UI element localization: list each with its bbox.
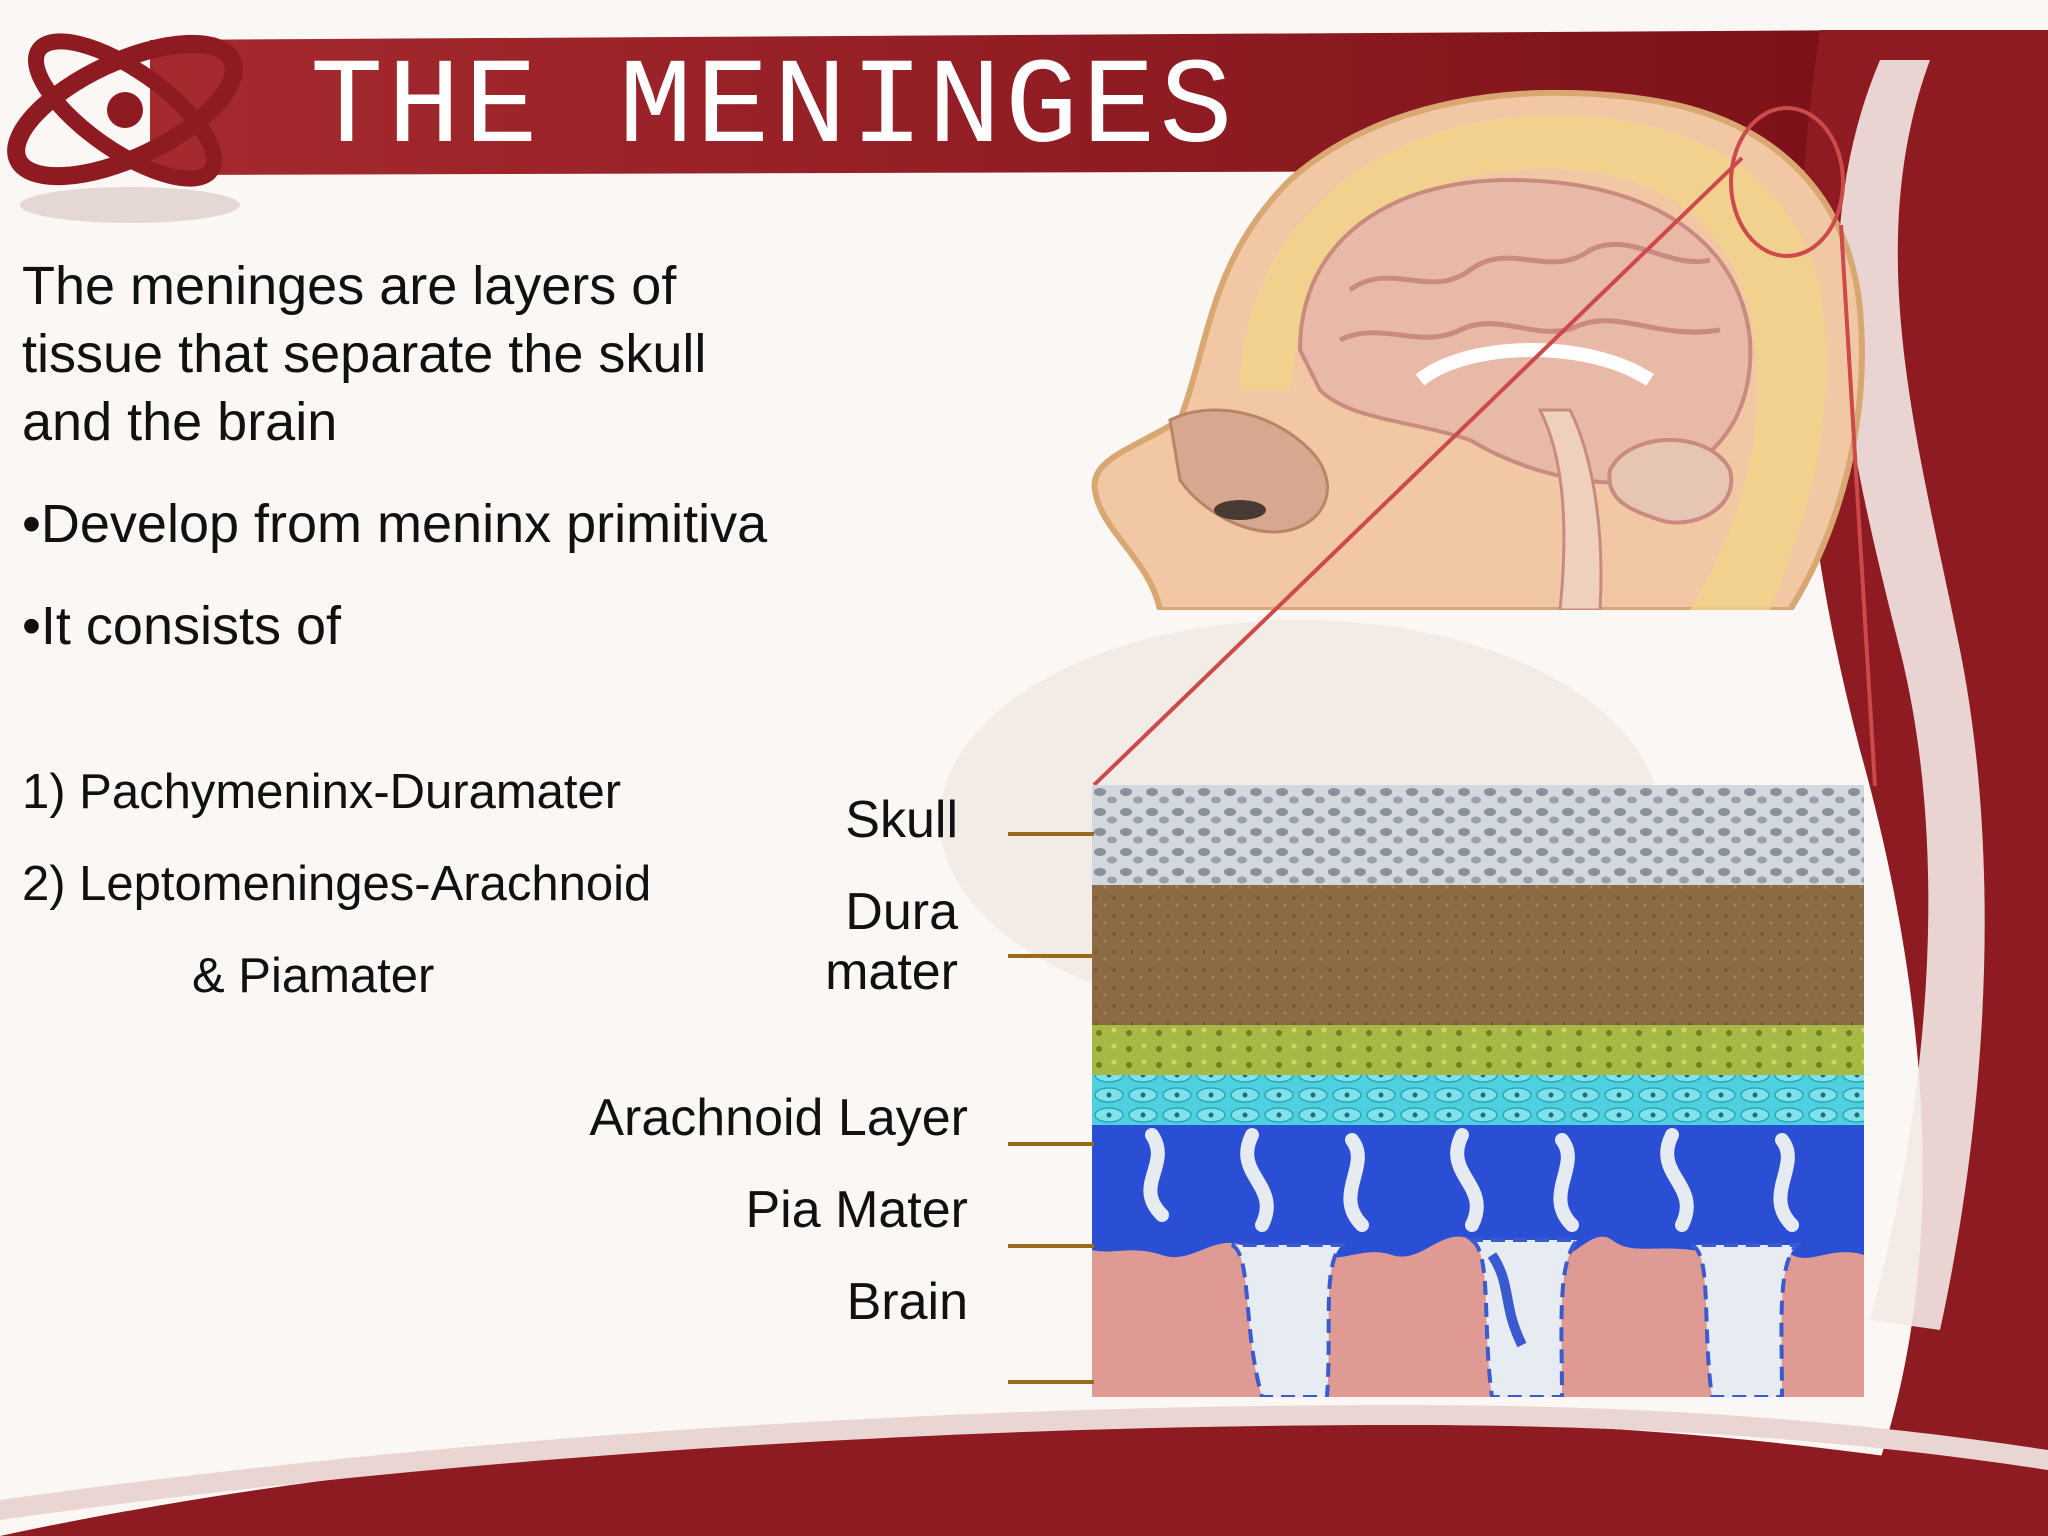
skull-layer <box>1092 785 1864 885</box>
list-item-piamater: & Piamater <box>192 949 435 1003</box>
bottom-swoosh <box>0 1420 2048 1536</box>
arachnoid-outer-layer <box>1092 1025 1864 1075</box>
bullet-consists: •It consists of <box>22 596 342 656</box>
label-dura-line1: Dura <box>845 883 958 941</box>
leader-pia <box>1008 1244 1094 1248</box>
intro-paragraph: The meninges are layers of tissue that s… <box>22 256 707 452</box>
list-item-leptomeninges: 2) Leptomeninges-Arachnoid <box>22 857 652 911</box>
leader-brain <box>1008 1380 1094 1384</box>
vessel-3 <box>1690 1243 1802 1397</box>
skull-layer <box>1240 115 1827 610</box>
slide-body: The meninges are layers of tissue that s… <box>22 252 782 694</box>
bullet-develop: •Develop from meninx primitiva <box>22 494 768 554</box>
dura-mater-layer <box>1092 885 1864 1025</box>
leader-arachnoid <box>1008 1142 1094 1146</box>
label-brain: Brain <box>846 1273 968 1331</box>
leader-skull <box>1008 832 1094 836</box>
head-sagittal-illustration <box>1091 90 1865 610</box>
vessel-1 <box>1230 1243 1347 1397</box>
bottom-swoosh-light <box>0 1405 2048 1520</box>
list-item-pachymeninx: 1) Pachymeninx-Duramater <box>22 765 622 819</box>
label-pia-mater: Pia Mater <box>745 1181 968 1239</box>
meninges-cross-section <box>1092 785 1864 1397</box>
slide-title: THE MENINGES <box>310 39 1237 178</box>
label-skull: Skull <box>845 791 958 849</box>
vessel-2 <box>1466 1238 1582 1397</box>
atom-logo <box>7 33 243 223</box>
leader-dura <box>1008 954 1094 958</box>
label-dura-line2: mater <box>825 943 958 1001</box>
label-arachnoid: Arachnoid Layer <box>589 1089 968 1147</box>
